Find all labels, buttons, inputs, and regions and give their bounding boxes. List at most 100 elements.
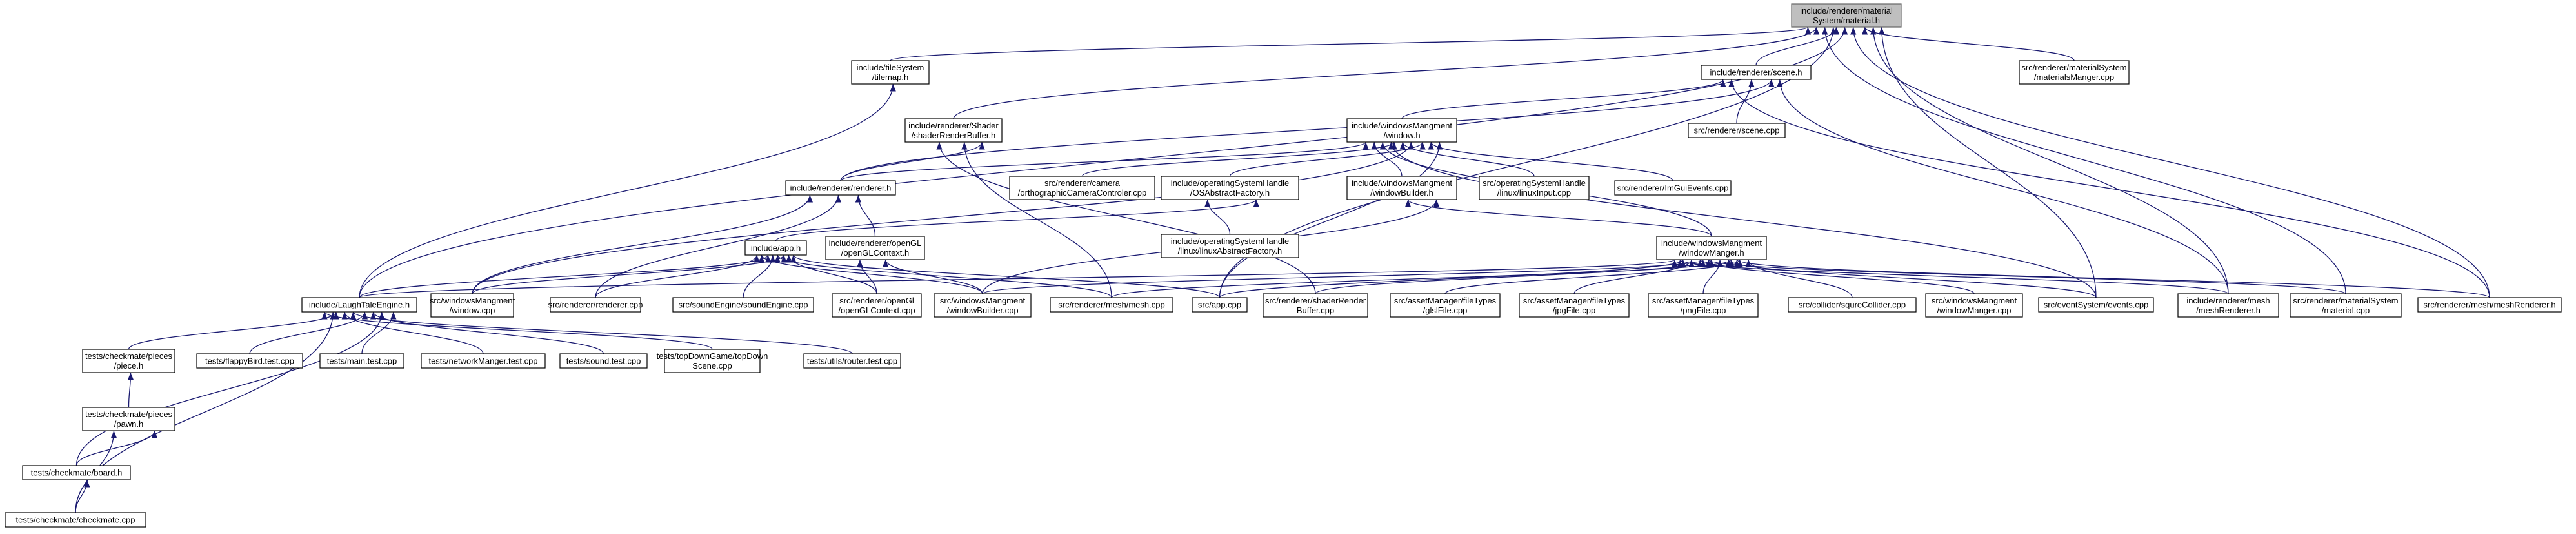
node-label: include/operatingSystemHandle (1171, 236, 1290, 246)
graph-node-networkManger-cpp[interactable]: tests/networkManger.test.cpp (421, 353, 546, 369)
graph-node-windowBuilder-h[interactable]: include/windowsMangment/windowBuilder.h (1346, 176, 1457, 200)
edge-app-cpp-to-app-h (790, 254, 1221, 298)
node-label: tests/checkmate/checkmate.cpp (16, 515, 135, 525)
graph-node-flappyBird-cpp[interactable]: tests/flappyBird.test.cpp (196, 353, 303, 369)
node-label: /openGLContext.h (841, 248, 910, 258)
graph-node-windowBuilder-cpp[interactable]: src/windowsMangment/windowBuilder.cpp (934, 293, 1032, 318)
node-box (803, 353, 901, 369)
graph-node-mesh-cpp[interactable]: src/renderer/mesh/mesh.cpp (1050, 297, 1173, 313)
graph-node-renderer-cpp[interactable]: src/renderer/renderer.cpp (548, 297, 643, 313)
node-label: src/renderer/camera (1044, 178, 1121, 188)
node-label: include/windowsMangment (1352, 178, 1452, 188)
graph-node-main-test-cpp[interactable]: tests/main.test.cpp (319, 353, 404, 369)
edge-meshRenderer-cpp-to-material-h (1850, 26, 2490, 298)
graph-node-board-h[interactable]: tests/checkmate/board.h (22, 465, 131, 480)
node-label: src/app.cpp (1198, 300, 1241, 310)
node-label: tests/topDownGame/topDown (657, 351, 768, 361)
graph-node-shaderRenderBuffer-h[interactable]: include/renderer/Shader/shaderRenderBuff… (904, 118, 1003, 143)
graph-node-jpgFile-cpp[interactable]: src/assetManager/fileTypes/jpgFile.cpp (1519, 293, 1630, 318)
graph-node-pngFile-cpp[interactable]: src/assetManager/fileTypes/pngFile.cpp (1648, 293, 1759, 318)
graph-node-router-cpp[interactable]: tests/utils/router.test.cpp (803, 353, 901, 369)
node-box (1791, 3, 1902, 28)
node-box (825, 236, 925, 260)
graph-node-shaderRenderBuffer-cpp[interactable]: src/renderer/shaderRenderBuffer.cpp (1263, 293, 1368, 318)
graph-node-windowManger-h[interactable]: include/windowsMangment/windowManger.h (1656, 236, 1767, 260)
graph-node-scene-cpp[interactable]: src/renderer/scene.cpp (1688, 123, 1786, 138)
graph-node-piece-h[interactable]: tests/checkmate/pieces/piece.h (82, 349, 175, 373)
node-label: src/assetManager/fileTypes (1652, 296, 1755, 305)
graph-node-soundEngine-cpp[interactable]: src/soundEngine/soundEngine.cpp (672, 297, 814, 313)
node-label: include/renderer/Shader (908, 121, 999, 130)
graph-node-OSAbstractFactory-h[interactable]: include/operatingSystemHandle/OSAbstract… (1161, 176, 1299, 200)
edge-pawn-h-to-piece-h (127, 372, 134, 408)
graph-node-app-cpp[interactable]: src/app.cpp (1192, 297, 1248, 313)
node-label: /window.cpp (450, 305, 495, 315)
graph-node-scene-h[interactable]: include/renderer/scene.h (1701, 65, 1812, 80)
node-label: /OSAbstractFactory.h (1190, 188, 1270, 198)
edge-flappyBird-cpp-to-LaughTaleEngine-h (249, 311, 368, 354)
graph-node-openGLContext-cpp[interactable]: src/renderer/openGl/openGLContext.cpp (832, 293, 922, 318)
edge-windowBuilder-cpp-to-openGLContext-h (882, 259, 983, 294)
node-box (196, 353, 303, 369)
node-label: src/renderer/mesh/meshRenderer.h (2423, 300, 2555, 310)
graph-node-app-h[interactable]: include/app.h (744, 240, 807, 256)
node-box (1648, 293, 1759, 318)
graph-node-renderer-h[interactable]: include/renderer/renderer.h (785, 180, 896, 196)
graph-node-material-cpp[interactable]: src/renderer/materialSystem/material.cpp (2290, 293, 2402, 318)
node-label: src/windowsMangment (430, 296, 515, 305)
graph-node-windowManger-cpp[interactable]: src/windowsMangment/windowManger.cpp (1925, 293, 2023, 318)
edge-jpgFile-cpp-to-windowManger-h (1573, 259, 1695, 294)
node-label: Buffer.cpp (1297, 305, 1334, 315)
edge-LaughTaleEngine-h-to-app-h (359, 254, 771, 298)
edge-meshRenderer-cpp-to-scene-h (1728, 79, 2490, 298)
graph-node-glslFile-cpp[interactable]: src/assetManager/fileTypes/glslFile.cpp (1390, 293, 1501, 318)
graph-node-window-cpp[interactable]: src/windowsMangment/window.cpp (430, 293, 515, 318)
graph-node-linuxInput-cpp[interactable]: src/operatingSystemHandle/linux/linuxInp… (1479, 176, 1590, 200)
graph-node-pawn-h[interactable]: tests/checkmate/pieces/pawn.h (82, 407, 175, 431)
node-label: include/tileSystem (857, 63, 924, 72)
graph-node-checkmate-cpp[interactable]: tests/checkmate/checkmate.cpp (5, 512, 146, 528)
edge-networkManger-cpp-to-LaughTaleEngine-h (341, 311, 484, 354)
node-label: src/windowsMangment (1932, 296, 2017, 305)
node-box (22, 465, 131, 480)
node-label: /openGLContext.cpp (838, 305, 915, 315)
node-box (832, 293, 922, 318)
graph-node-materialsManger-cpp[interactable]: src/renderer/materialSystem/materialsMan… (2019, 60, 2130, 85)
graph-node-ImGuiEvents-cpp[interactable]: src/renderer/ImGuiEvents.cpp (1614, 180, 1732, 196)
edge-checkmate-cpp-to-board-h (75, 479, 90, 513)
edge-material-cpp-to-material-h (1822, 26, 2346, 294)
graph-node-meshRenderer-cpp[interactable]: src/renderer/mesh/meshRenderer.h (2417, 297, 2562, 313)
node-box (672, 297, 814, 313)
node-label: src/renderer/scene.cpp (1694, 126, 1780, 136)
graph-node-material-h[interactable]: include/renderer/materialSystem/material… (1791, 3, 1902, 28)
graph-node-events-cpp[interactable]: src/eventSystem/events.cpp (2038, 297, 2154, 313)
edge-LaughTaleEngine-h-to-material-h (359, 26, 1848, 298)
graph-node-squreCollider-cpp[interactable]: src/collider/squreCollider.cpp (1788, 297, 1917, 313)
node-layer: include/renderer/materialSystem/material… (5, 3, 2562, 528)
edge-LaughTaleEngine-h-to-tilemap-h (359, 83, 896, 298)
node-label: include/renderer/renderer.h (790, 183, 892, 193)
graph-node-orthoCamera-cpp[interactable]: src/renderer/camera/orthographicCameraCo… (1009, 176, 1155, 200)
edge-mesh-cpp-to-shaderRenderBuffer-h (961, 141, 1112, 298)
node-box (2417, 297, 2562, 313)
edge-windowManger-h-to-windowBuilder-h (1405, 199, 1712, 237)
node-box (664, 349, 761, 373)
graph-node-tilemap-h[interactable]: include/tileSystem/tilemap.h (851, 60, 930, 85)
node-label: tests/main.test.cpp (327, 356, 397, 366)
node-label: src/renderer/shaderRender (1265, 296, 1366, 305)
graph-node-sound-test-cpp[interactable]: tests/sound.test.cpp (559, 353, 648, 369)
node-box (1479, 176, 1590, 200)
node-label: include/LaughTaleEngine.h (309, 300, 410, 310)
node-label: /meshRenderer.h (2196, 305, 2261, 315)
graph-node-meshRenderer-h[interactable]: include/renderer/mesh/meshRenderer.h (2177, 293, 2279, 318)
graph-node-window-h[interactable]: include/windowsMangment/window.h (1346, 118, 1457, 143)
node-box (1614, 180, 1732, 196)
node-label: src/renderer/mesh/mesh.cpp (1058, 300, 1164, 310)
edge-soundEngine-cpp-to-app-h (743, 254, 776, 298)
node-label: /materialsManger.cpp (2034, 72, 2114, 82)
graph-node-LaughTaleEngine-h[interactable]: include/LaughTaleEngine.h (301, 297, 417, 313)
graph-node-linuxAbstractFactory-h[interactable]: include/operatingSystemHandle/linux/linu… (1161, 234, 1299, 258)
graph-node-openGLContext-h[interactable]: include/renderer/openGL/openGLContext.h (825, 236, 925, 260)
node-box (1263, 293, 1368, 318)
